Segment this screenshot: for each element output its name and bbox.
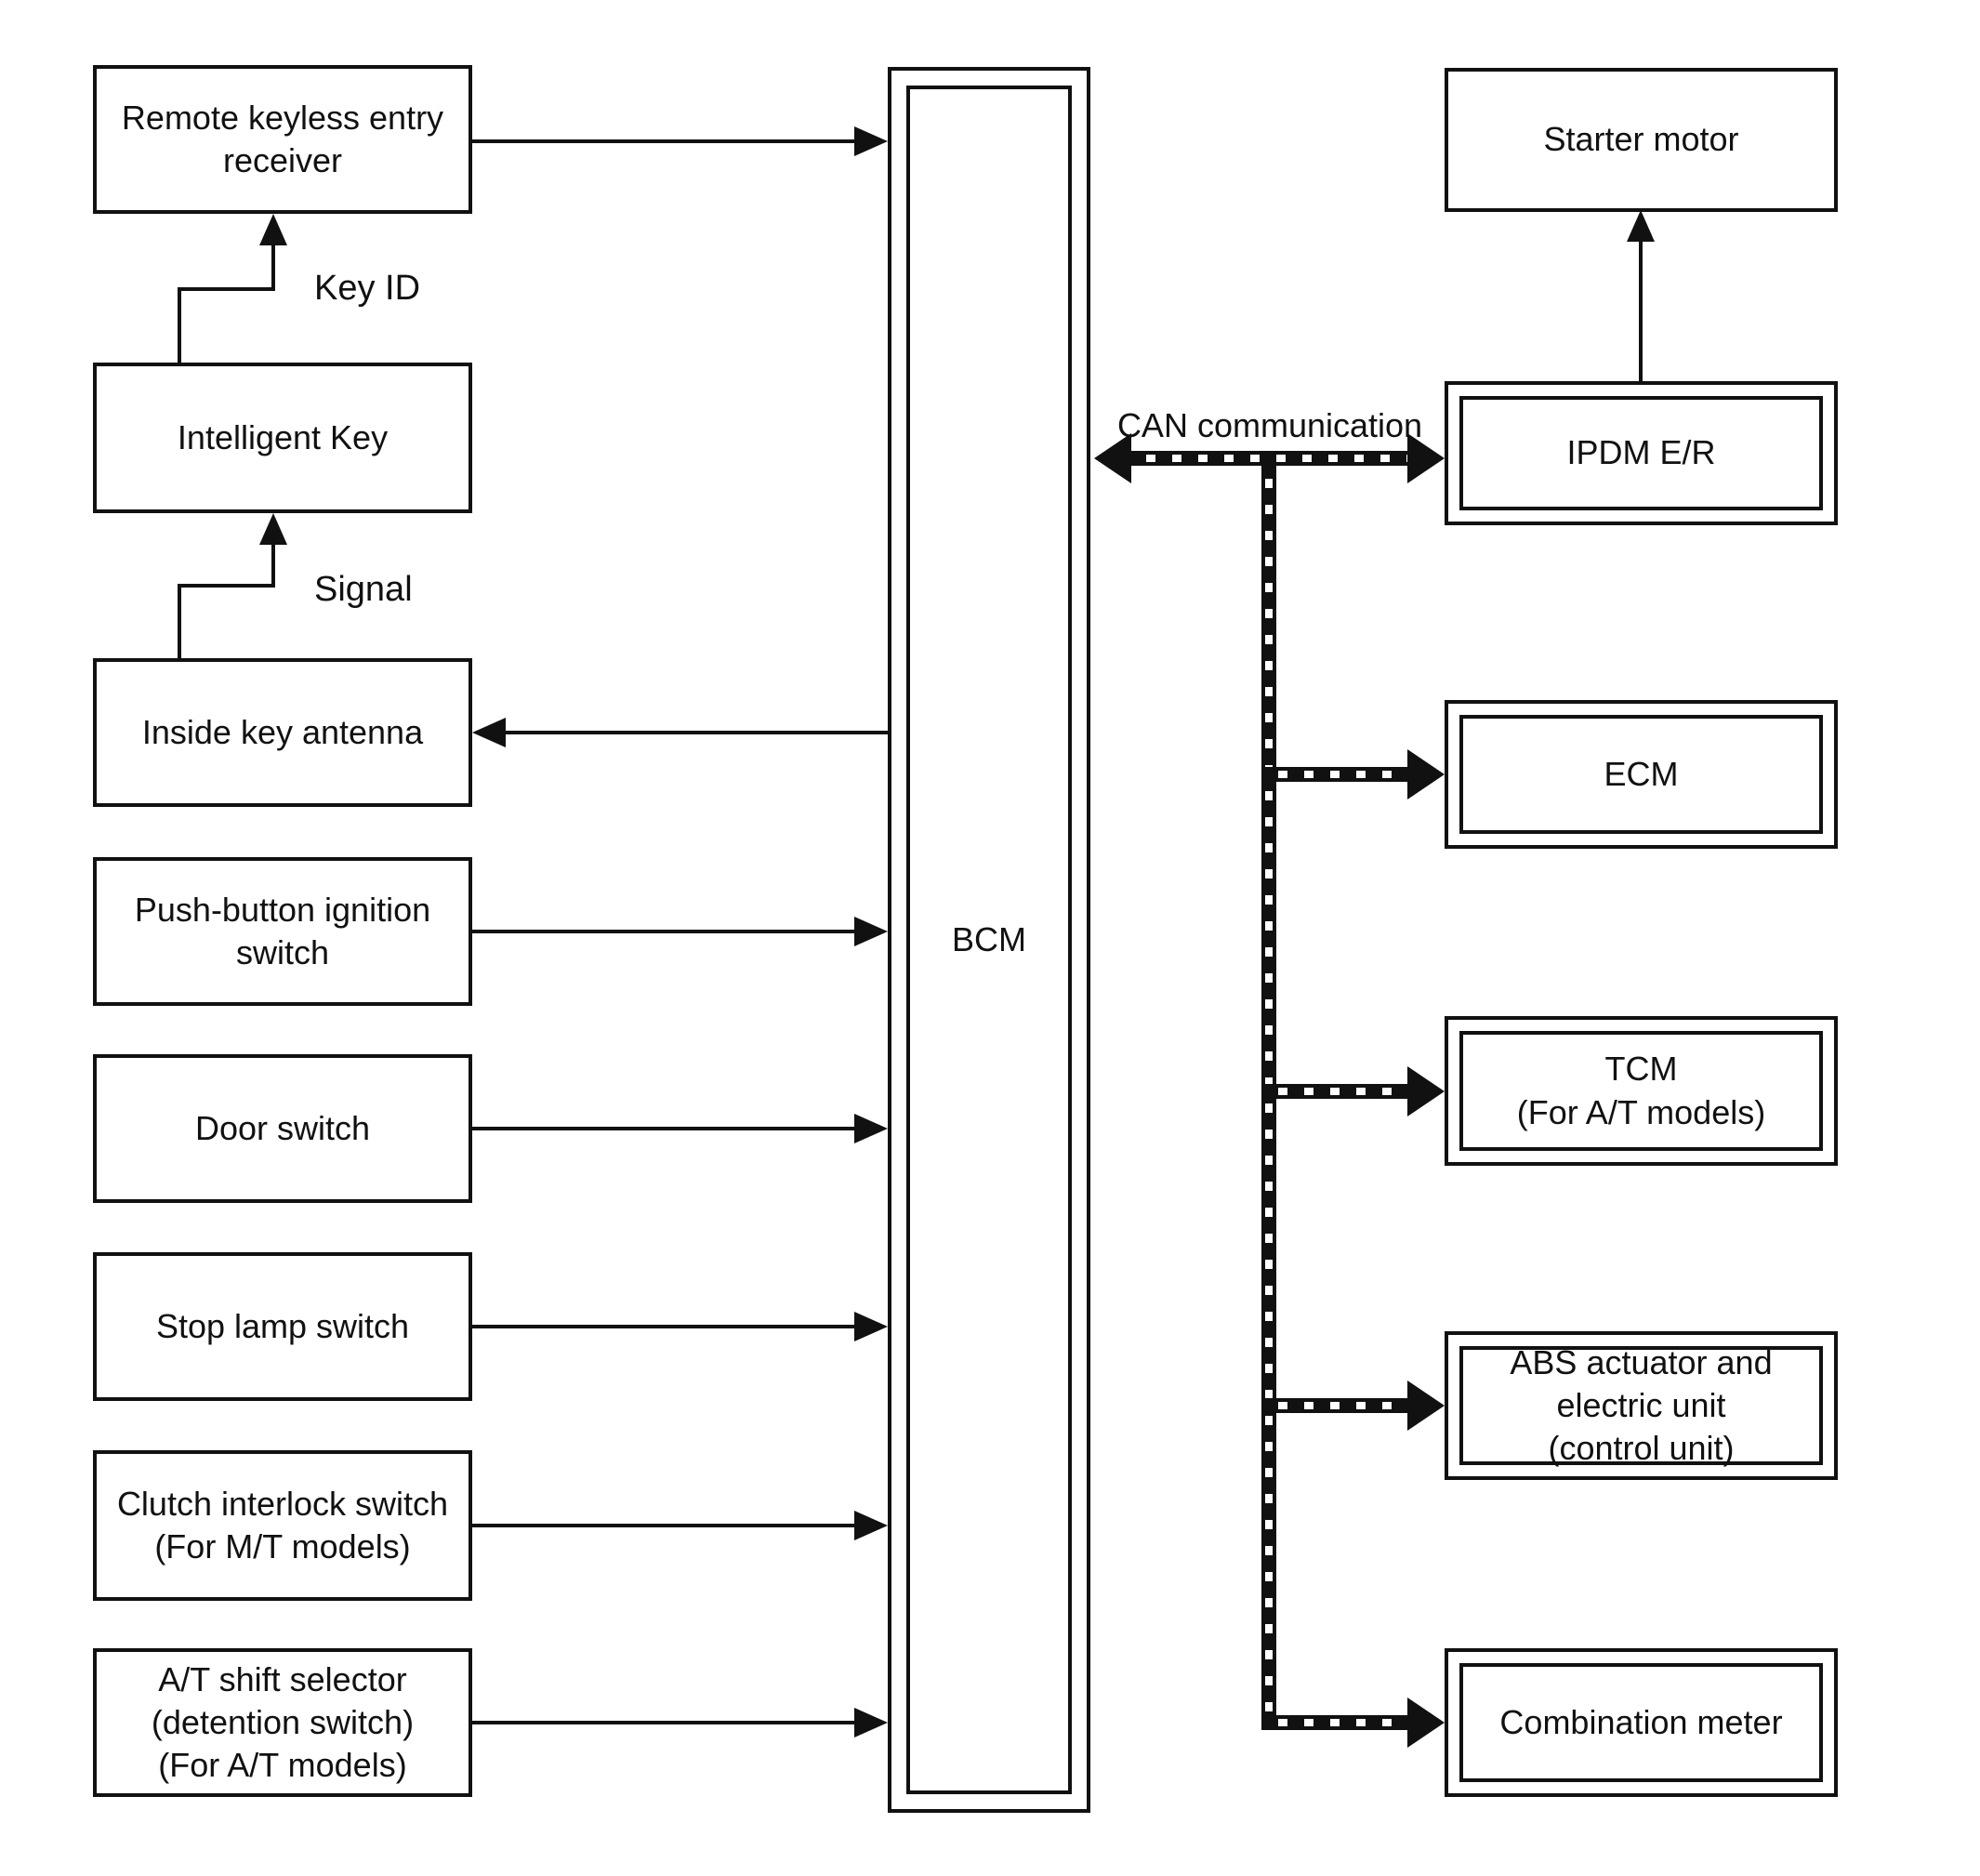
box-bcm: BCM [888,67,1090,1813]
box-ecm: ECM [1445,700,1838,849]
can-arrowhead-right-icon [1407,1381,1445,1431]
can-arrowhead-right-icon [1407,433,1445,483]
box-label-abs-actuator: ABS actuator and electric unit (control … [1510,1342,1773,1468]
box-label-bcm: BCM [952,919,1026,958]
can-arrowhead-right-icon [1407,749,1445,799]
box-label-tcm: TCM (For A/T models) [1516,1050,1766,1131]
label-signal: Signal [314,570,413,609]
box-clutch-interlock-switch: Clutch interlock switch (For M/T models) [93,1450,472,1601]
box-ipdm-er-inner-frame: IPDM E/R [1459,396,1823,510]
arrowhead-right-icon [854,1312,888,1341]
box-starter-motor: Starter motor [1445,68,1838,212]
arrowhead-right-icon [854,917,888,946]
label-key-id: Key ID [314,269,421,308]
arrowhead-right-icon [854,1114,888,1143]
box-push-button-ignition-switch: Push-button ignition switch [93,857,472,1006]
can-arrowhead-right-icon [1407,1066,1445,1116]
box-label-ecm: ECM [1604,754,1679,793]
box-label-at-shift-selector: A/T shift selector (detention switch) (F… [151,1659,415,1785]
box-abs-actuator: ABS actuator and electric unit (control … [1445,1331,1838,1480]
box-abs-actuator-inner-frame: ABS actuator and electric unit (control … [1459,1343,1823,1467]
box-label-remote-keyless-entry-receiver: Remote keyless entry receiver [121,98,444,179]
can-arrowhead-left-icon [1094,433,1131,483]
box-combination-meter-inner-frame: Combination meter [1459,1663,1823,1782]
box-label-push-button-ignition-switch: Push-button ignition switch [134,890,431,971]
box-label-intelligent-key: Intelligent Key [177,417,389,456]
box-inside-key-antenna: Inside key antenna [93,658,472,807]
box-label-inside-key-antenna: Inside key antenna [141,712,424,751]
arrowhead-right-icon [854,1511,888,1540]
box-label-door-switch: Door switch [194,1108,371,1147]
box-label-ipdm-er: IPDM E/R [1566,433,1716,472]
box-remote-keyless-entry-receiver: Remote keyless entry receiver [93,65,472,214]
box-ecm-inner-frame: ECM [1459,715,1823,834]
box-intelligent-key: Intelligent Key [93,363,472,513]
box-stop-lamp-switch: Stop lamp switch [93,1252,472,1401]
box-tcm-inner-frame: TCM (For A/T models) [1459,1031,1823,1151]
box-at-shift-selector: A/T shift selector (detention switch) (F… [93,1648,472,1797]
box-tcm: TCM (For A/T models) [1445,1016,1838,1166]
box-label-combination-meter: Combination meter [1499,1702,1783,1741]
box-combination-meter: Combination meter [1445,1648,1838,1797]
arrowhead-left-icon [472,718,506,747]
box-bcm-inner-frame: BCM [906,86,1072,1794]
arrowhead-right-icon [854,1708,888,1737]
box-label-starter-motor: Starter motor [1543,120,1739,159]
label-can-communication: CAN communication [1116,406,1423,444]
box-door-switch: Door switch [93,1054,472,1203]
box-ipdm-er: IPDM E/R [1445,381,1838,525]
box-label-stop-lamp-switch: Stop lamp switch [155,1306,410,1345]
arrowhead-right-icon [854,126,888,156]
box-label-clutch-interlock-switch: Clutch interlock switch (For M/T models) [116,1484,449,1566]
can-arrowhead-right-icon [1407,1698,1445,1748]
